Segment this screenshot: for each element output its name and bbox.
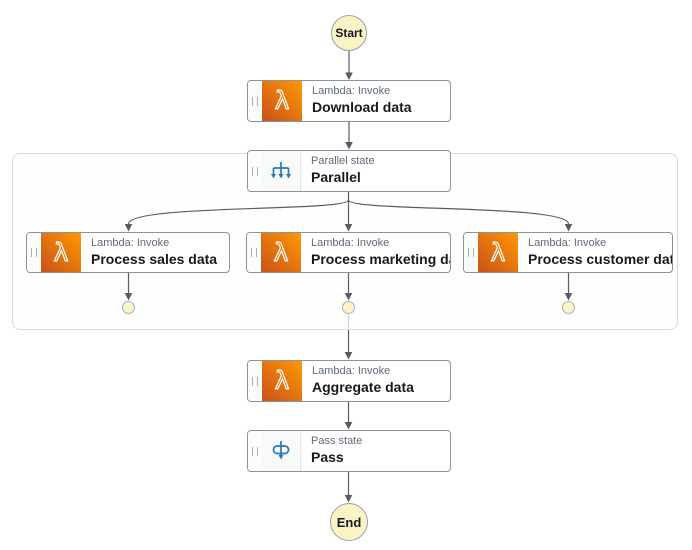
branch-end-dot-customer: [562, 301, 575, 314]
state-process-sales-data[interactable]: λ Lambda: Invoke Process sales data: [26, 232, 230, 273]
lambda-icon: λ: [262, 81, 302, 121]
lambda-icon: λ: [261, 233, 301, 272]
end-label: End: [336, 514, 362, 530]
state-type-label: Lambda: Invoke: [311, 236, 390, 249]
state-type-label: Lambda: Invoke: [312, 85, 391, 97]
state-pass[interactable]: Pass state Pass: [247, 430, 451, 472]
drag-handle-icon[interactable]: [248, 81, 262, 121]
state-process-marketing-data[interactable]: λ Lambda: Invoke Process marketing data: [246, 232, 451, 273]
state-name: Process customer data: [528, 250, 673, 267]
drag-handle-icon[interactable]: [247, 233, 261, 272]
state-name: Download data: [312, 99, 412, 115]
state-download-data[interactable]: λ Lambda: Invoke Download data: [247, 80, 451, 122]
drag-handle-icon[interactable]: [248, 431, 262, 471]
drag-handle-icon[interactable]: [27, 233, 41, 272]
state-name: Pass: [311, 449, 344, 465]
pass-icon: [262, 431, 301, 471]
svg-text:λ: λ: [274, 238, 289, 267]
edge-branch-right: [347, 199, 570, 225]
svg-text:λ: λ: [491, 238, 506, 267]
state-type-label: Parallel state: [311, 155, 375, 167]
svg-text:λ: λ: [54, 238, 69, 267]
state-type-label: Lambda: Invoke: [312, 365, 391, 377]
branch-end-dot-sales: [122, 301, 135, 314]
svg-text:λ: λ: [275, 86, 290, 115]
state-name: Process sales data: [91, 250, 218, 267]
state-name: Aggregate data: [312, 379, 414, 395]
state-type-label: Lambda: Invoke: [528, 236, 607, 249]
start-node: Start: [331, 15, 367, 51]
arrowheads: [124, 72, 573, 503]
state-name: Parallel: [311, 169, 361, 185]
state-type-label: Pass state: [311, 435, 363, 447]
branch-end-dot-marketing: [342, 301, 355, 314]
drag-handle-icon[interactable]: [464, 233, 478, 272]
lambda-icon: λ: [41, 233, 81, 272]
end-node: End: [330, 503, 368, 541]
state-name: Process marketing data: [311, 250, 450, 267]
state-parallel[interactable]: Parallel state Parallel: [247, 150, 451, 192]
state-aggregate-data[interactable]: λ Lambda: Invoke Aggregate data: [247, 360, 451, 402]
parallel-fork-icon: [262, 151, 301, 191]
edge-branch-left: [127, 199, 350, 225]
lambda-icon: λ: [478, 233, 518, 272]
state-process-customer-data[interactable]: λ Lambda: Invoke Process customer data: [463, 232, 673, 273]
state-type-label: Lambda: Invoke: [91, 236, 170, 249]
svg-text:λ: λ: [275, 366, 290, 395]
drag-handle-icon[interactable]: [248, 151, 262, 191]
start-label: Start: [335, 26, 363, 40]
drag-handle-icon[interactable]: [248, 361, 262, 401]
lambda-icon: λ: [262, 361, 302, 401]
